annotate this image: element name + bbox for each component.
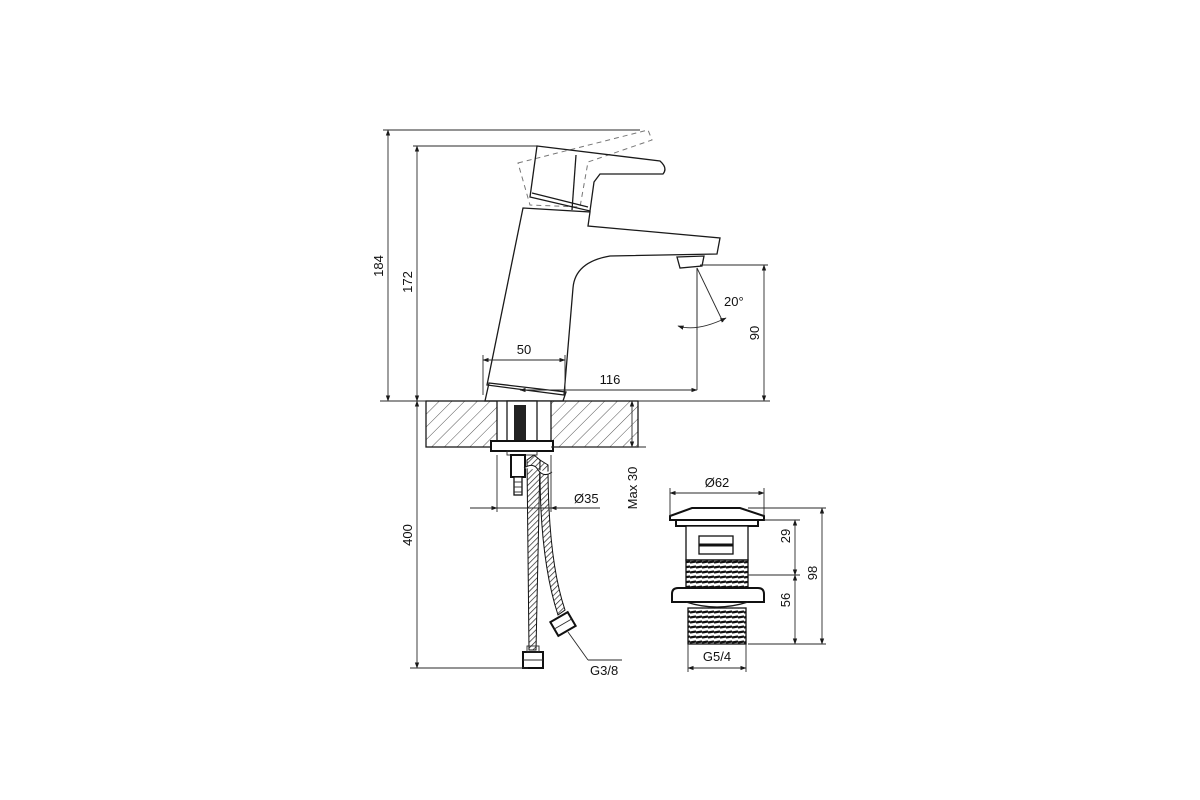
dimension-56: 56 <box>778 593 793 607</box>
dimension-184: 184 <box>371 255 386 277</box>
hose-nut-icon <box>522 645 544 669</box>
dimension-g3-8: G3/8 <box>590 663 618 678</box>
dimension-116: 116 <box>600 372 621 387</box>
dimension-max-30: Max 30 <box>625 467 640 510</box>
dimension-400: 400 <box>400 524 415 546</box>
hose-break-mark <box>523 464 553 476</box>
dimension-90: 90 <box>747 326 762 340</box>
dimension-98: 98 <box>805 566 820 580</box>
dimension-20-degrees: 20° <box>724 294 744 309</box>
dimension-diameter-62: Ø62 <box>705 475 730 490</box>
dimension-diameter-35: Ø35 <box>574 491 599 506</box>
dimension-29: 29 <box>778 529 793 543</box>
pop-up-drain <box>669 507 765 645</box>
dimension-g5-4: G5/4 <box>703 649 731 664</box>
flexible-hoses <box>522 454 578 669</box>
hose-nut-icon <box>548 610 578 638</box>
dimension-172: 172 <box>400 271 415 293</box>
faucet-body <box>484 129 721 402</box>
dimension-lines <box>380 129 826 672</box>
dimension-labels: 184 172 400 20° 90 50 116 Ø35 Max 30 G3/… <box>371 255 820 678</box>
dimension-50: 50 <box>517 342 531 357</box>
mounting-stud <box>490 400 554 496</box>
